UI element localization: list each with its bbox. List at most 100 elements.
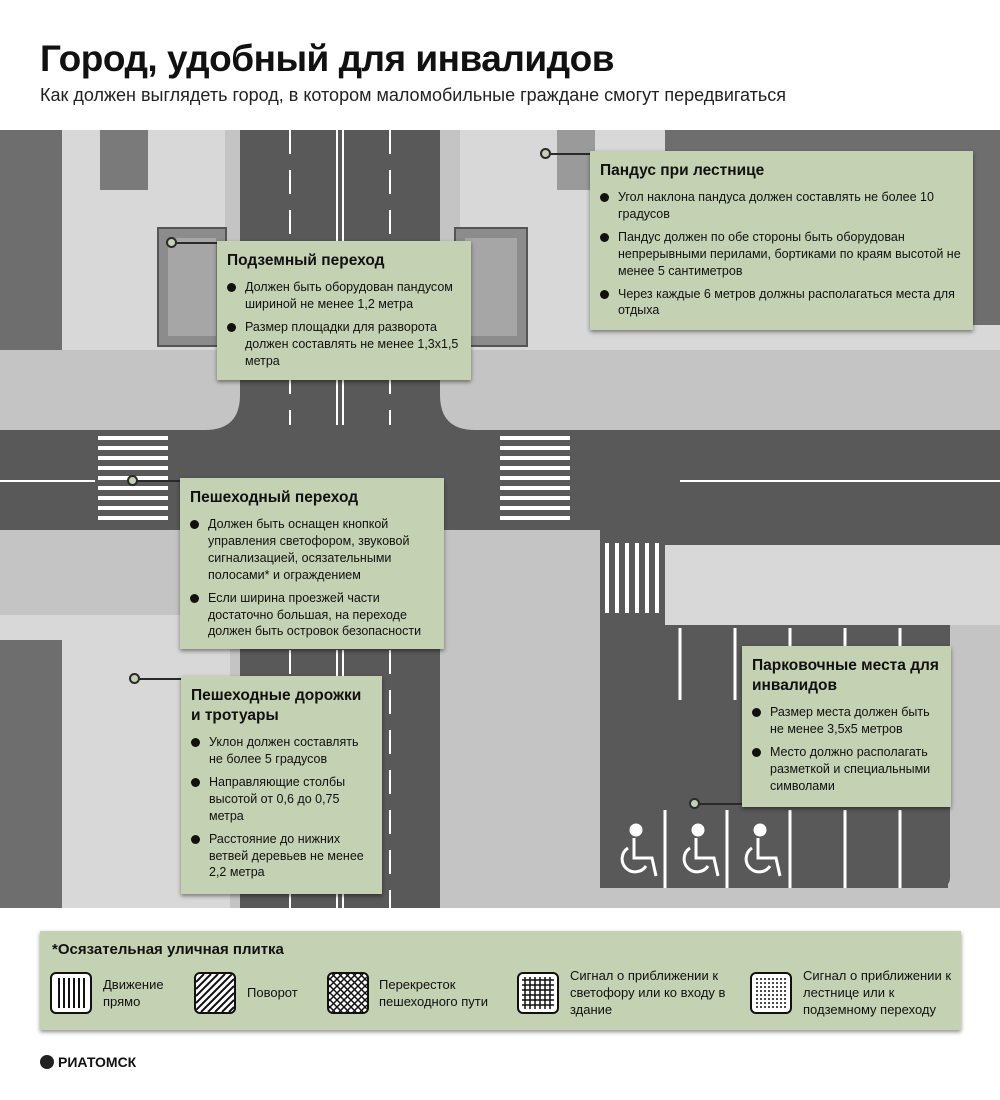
tile-dot [756,1006,758,1008]
callout-item: Угол наклона пандуса должен составлять н… [600,189,963,223]
wheelchair-icon [744,823,782,877]
tile-dot [776,986,778,988]
callout-marker [689,798,700,809]
building [100,130,148,190]
parking-stall-lines [663,628,902,888]
tile-dot [764,982,766,984]
tactile-tile-legend: *Осязательная уличная плитка Движение пр… [40,931,961,1030]
callout-item: Место должно располагать разметкой и спе… [752,744,941,795]
tile-dot [764,990,766,992]
callout-crossing: Пешеходный переход Должен быть оснащен к… [180,478,444,649]
tile-dot [760,994,762,996]
tile-dot [768,990,770,992]
tile-dot [760,982,762,984]
callout-item: Размер места должен быть не менее 3,5x5 … [752,704,941,738]
tile-dot [780,998,782,1000]
tile-dot [780,994,782,996]
leader-line [695,803,742,805]
tile-dot [756,994,758,996]
tile-dot [760,1002,762,1004]
callout-item: Должен быть оснащен кнопкой управления с… [190,516,434,584]
callout-title: Пешеходный переход [190,489,359,506]
legend-title: *Осязательная уличная плитка [52,941,284,958]
callout-item: Должен быть оборудован пандусом шириной … [227,279,461,313]
tile-dot [784,998,786,1000]
crosswalk-parking [605,543,659,613]
legend-label: Сигнал о приближении к светофору или ко … [570,968,726,1017]
tile-dot [784,1006,786,1008]
tile-dot [772,998,774,1000]
diamond-grid-icon [327,972,369,1014]
underpass-stairs [168,238,216,336]
tile-dot [768,986,770,988]
tile-dot [756,1002,758,1004]
callout-marker [540,148,551,159]
leader-line [546,153,590,155]
callout-item: Направляющие столбы высотой от 0,6 до 0,… [191,774,372,825]
tile-dot [764,994,766,996]
legend-label: Поворот [247,985,298,1000]
leader-line [133,480,180,482]
tile-dot [760,986,762,988]
stair-ramp [557,130,595,190]
tile-dot [760,1006,762,1008]
tile-dot [768,1006,770,1008]
tile-dot [780,986,782,988]
tile-dot [760,978,762,980]
callout-item: Уклон должен составлять не более 5 граду… [191,734,372,768]
wheelchair-icon [620,823,658,877]
tile-dot [756,978,758,980]
page-title: Город, удобный для инвалидов [40,38,614,79]
tile-dot [784,1002,786,1004]
callout-title: Пешеходные дорожки и тротуары [191,687,362,725]
callout-marker [129,673,140,684]
tile-dot [776,1002,778,1004]
tile-dot [772,986,774,988]
dots-icon [750,972,792,1014]
callout-item: Размер площадки для разворота должен сос… [227,319,461,370]
tile-dot [768,994,770,996]
leader-line [172,242,217,244]
tile-dot [776,1006,778,1008]
tile-dot [772,994,774,996]
tile-dot [784,990,786,992]
tile-dot [776,978,778,980]
diagonal-lines-icon [194,972,236,1014]
tile-dot [784,994,786,996]
tile-dot [756,986,758,988]
callout-item: Пандус должен по обе стороны быть оборуд… [600,229,963,280]
logo-text: РИАТОМСК [58,1054,137,1070]
parallel-lines-icon [50,972,92,1014]
callout-marker [127,475,138,486]
tile-dot [764,1002,766,1004]
tile-dot [760,998,762,1000]
tile-dot [772,982,774,984]
callout-title: Подземный переход [227,252,385,269]
crosswalk-east [500,436,570,520]
tile-dot [764,986,766,988]
tile-dot [772,978,774,980]
legend-label: Сигнал о приближении к лестнице или к по… [803,968,952,1017]
tile-dot [780,978,782,980]
underpass-stairs [465,238,517,336]
callout-title: Пандус при лестнице [600,162,765,179]
tile-dot [764,1006,766,1008]
brand-logo: РИАТОМСК [40,1054,136,1070]
tile-dot [768,998,770,1000]
callout-marker [166,237,177,248]
callout-paths: Пешеходные дорожки и тротуары Уклон долж… [181,676,382,894]
tile-dot [780,982,782,984]
tile-dot [772,1006,774,1008]
square-grid-icon [517,972,559,1014]
tile-dot [780,1002,782,1004]
legend-label: Перекресток пешеходного пути [379,977,488,1009]
tile-dot [772,1002,774,1004]
legend-label: Движение прямо [103,977,164,1009]
tile-dot [756,982,758,984]
callout-item: Через каждые 6 метров должны располагать… [600,286,963,320]
tile-dot [768,982,770,984]
tile-dot [784,978,786,980]
callout-ramp: Пандус при лестнице Угол наклона пандуса… [590,151,973,330]
building [0,640,62,908]
tile-dot [764,978,766,980]
